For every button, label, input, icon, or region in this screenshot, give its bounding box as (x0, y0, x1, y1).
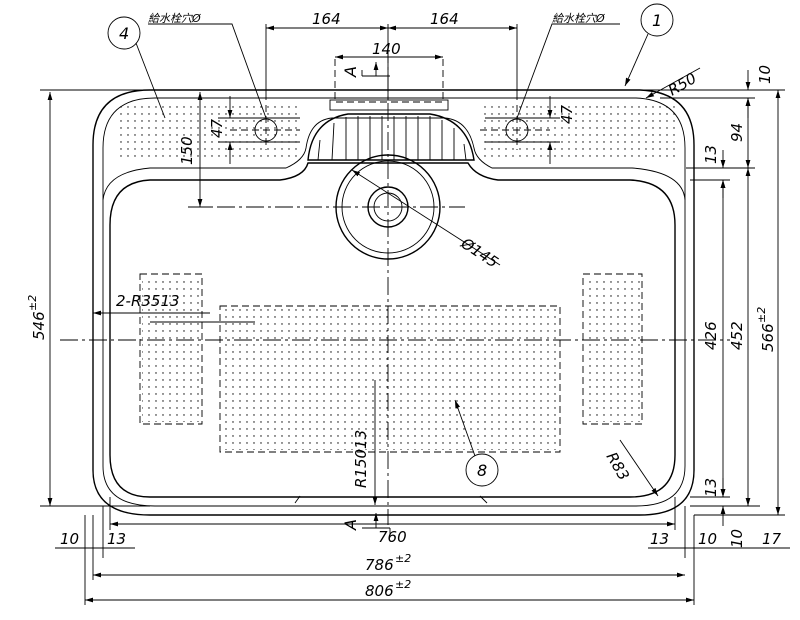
callout-4: 4 (107, 16, 166, 119)
svg-text:806: 806 (365, 582, 394, 600)
dim-13-bottom-right: 13 (650, 530, 669, 548)
dim-13-bottom-left: 13 (107, 530, 126, 548)
dim-r3513: 2-R3513 (116, 292, 180, 310)
dim-phi145: Ø145 (457, 234, 502, 272)
basin-left-area (139, 273, 203, 425)
faucet-hole-label-right: 給水栓穴Ø (552, 12, 605, 25)
faucet-area-right (484, 102, 678, 160)
svg-text:1: 1 (652, 11, 662, 30)
dim-452: 452 (728, 321, 746, 350)
dim-546: 546 ±2 (26, 295, 48, 340)
callout-1: 1 (624, 3, 674, 87)
dim-10-bottom-right: 10 (698, 530, 717, 548)
svg-text:4: 4 (119, 24, 129, 43)
section-mark-top: A (341, 66, 360, 78)
dim-806: 806 ±2 (365, 578, 411, 600)
dim-17: 17 (762, 530, 782, 548)
svg-text:8: 8 (477, 461, 487, 480)
dim-47-left: 47 (208, 118, 226, 138)
svg-text:±2: ±2 (395, 552, 411, 565)
faucet-hole-label-left: 給水栓穴Ø (148, 12, 201, 25)
dim-164-right: 164 (430, 10, 459, 28)
dim-r83: R83 (603, 449, 633, 484)
dim-r15013: R15013 (352, 430, 370, 488)
faucet-area-left (118, 102, 298, 160)
dim-140: 140 (372, 40, 401, 58)
dim-566: 566 ±2 (755, 307, 777, 352)
svg-text:±2: ±2 (395, 578, 411, 591)
dim-10-top: 10 (756, 65, 774, 84)
dim-150: 150 (178, 136, 196, 165)
dim-13-lower: 13 (702, 478, 720, 497)
svg-text:546: 546 (30, 311, 48, 340)
dim-13-upper: 13 (702, 145, 720, 164)
dim-760: 760 (378, 528, 407, 546)
dim-164-left: 164 (312, 10, 341, 28)
section-mark-bottom: A (341, 519, 360, 531)
dim-94: 94 (728, 123, 746, 142)
basin-right-area (582, 273, 643, 425)
basin-center-area (219, 305, 561, 453)
dim-47-right: 47 (558, 104, 576, 124)
svg-text:786: 786 (365, 556, 394, 574)
svg-text:566: 566 (759, 323, 777, 352)
dim-10-bottom-left: 10 (60, 530, 79, 548)
dim-r50: R50 (665, 69, 700, 99)
svg-text:±2: ±2 (755, 307, 768, 323)
dim-426: 426 (702, 321, 720, 350)
drain-basket (307, 99, 475, 161)
svg-text:±2: ±2 (26, 295, 39, 311)
dim-10-bottom-right-2: 10 (728, 529, 746, 548)
dim-786: 786 ±2 (365, 552, 411, 574)
callout-8: 8 (454, 399, 499, 487)
